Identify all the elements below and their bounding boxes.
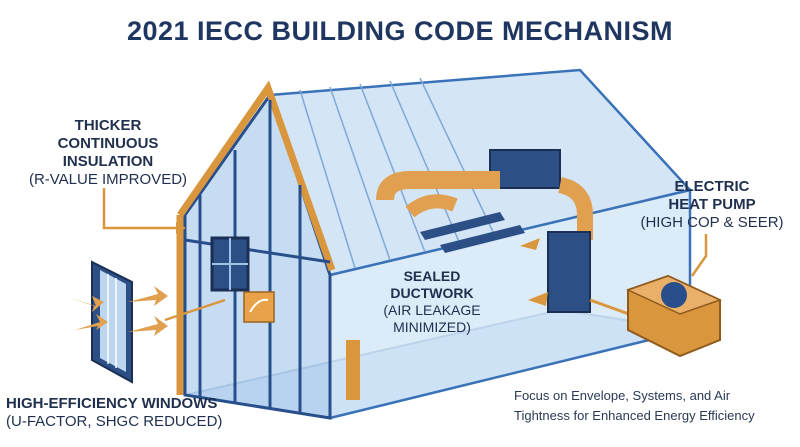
air-flow-arrows bbox=[520, 238, 548, 306]
page-title: 2021 IECC BUILDING CODE MECHANISM bbox=[126, 16, 674, 46]
insulation-head-3: INSULATION bbox=[62, 153, 154, 170]
footer-line-2: Tightness for Enhanced Energy Efficiency bbox=[514, 408, 755, 423]
window-heat-arrows bbox=[70, 286, 168, 336]
insulation-sub: (R-VALUE IMPROVED) bbox=[28, 171, 188, 188]
footer-line-1: Focus on Envelope, Systems, and Air bbox=[514, 388, 731, 403]
duct-branch bbox=[405, 194, 458, 218]
heat-pump-label: ELECTRIC HEAT PUMP (HIGH COP & SEER) bbox=[632, 178, 792, 232]
duct-drop bbox=[557, 177, 593, 240]
rooftop-unit bbox=[489, 149, 561, 189]
energy-star-label-icon bbox=[243, 291, 275, 323]
windows-head: HIGH-EFFICIENCY WINDOWS bbox=[6, 395, 218, 412]
ductwork-sub-2: MINIMIZED) bbox=[393, 319, 471, 335]
door-frame bbox=[346, 340, 360, 400]
ceiling-joists bbox=[420, 212, 525, 253]
gable-wall bbox=[183, 91, 332, 420]
heat-pump-head-1: ELECTRIC bbox=[674, 178, 750, 195]
duct-main bbox=[376, 171, 500, 201]
insulation-head-1: THICKER bbox=[74, 117, 142, 134]
insulation-roof-edge bbox=[177, 80, 336, 272]
insulation-callout-line bbox=[102, 188, 176, 230]
heat-pump-callout-line bbox=[690, 234, 708, 277]
ductwork-head-1: SEALED bbox=[403, 268, 461, 284]
air-handler bbox=[547, 231, 591, 313]
ductwork-sub-1: (AIR LEAKAGE bbox=[383, 302, 481, 318]
windows-label: HIGH-EFFICIENCY WINDOWS (U-FACTOR, SHGC … bbox=[6, 395, 256, 431]
windows-sub: (U-FACTOR, SHGC REDUCED) bbox=[6, 413, 223, 430]
ductwork-label: SEALED DUCTWORK (AIR LEAKAGE MINIMIZED) bbox=[372, 268, 492, 336]
heat-pump-sub: (HIGH COP & SEER) bbox=[640, 214, 784, 231]
insulation-head-2: CONTINUOUS bbox=[57, 135, 159, 152]
footer-note: Focus on Envelope, Systems, and Air Tigh… bbox=[514, 386, 774, 426]
insulation-label: THICKER CONTINUOUS INSULATION (R-VALUE I… bbox=[28, 117, 188, 189]
window-callout-line bbox=[164, 298, 226, 322]
heat-pump-head-2: HEAT PUMP bbox=[668, 196, 756, 213]
roof-rafters bbox=[299, 77, 496, 269]
ductwork-head-2: DUCTWORK bbox=[390, 285, 474, 301]
condenser-fan-icon bbox=[661, 282, 687, 308]
